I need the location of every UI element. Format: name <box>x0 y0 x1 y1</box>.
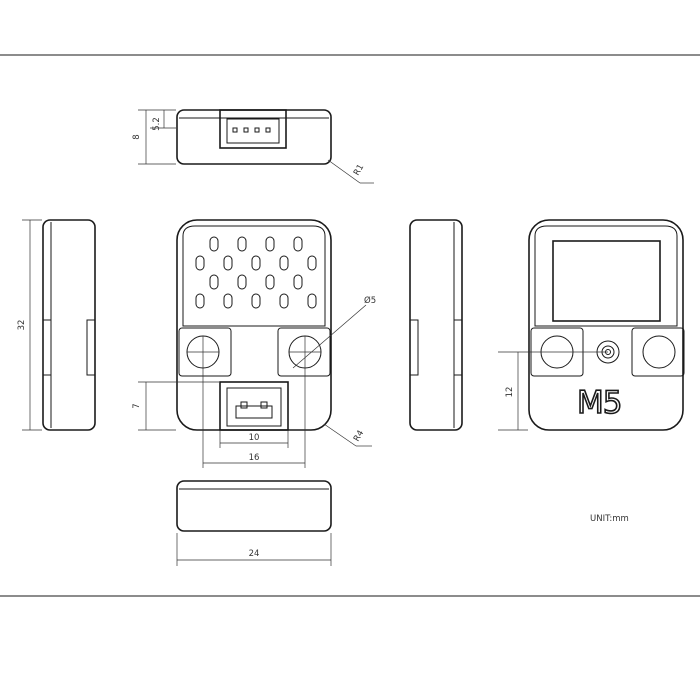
back-view: M5 12 <box>498 219 685 431</box>
grille-slot <box>237 274 247 290</box>
grille-slot <box>251 293 261 309</box>
leader-r1 <box>327 159 361 184</box>
dim-corner-radius: R4 <box>352 429 366 444</box>
back-view-body <box>528 219 684 431</box>
top-view-connector <box>219 109 287 149</box>
dim-width: 24 <box>249 549 260 559</box>
grille-slot <box>279 293 289 309</box>
grille-slot <box>209 274 219 290</box>
bottom-view: 24 <box>176 480 332 566</box>
grille-slot <box>237 236 247 252</box>
button-right <box>642 335 676 369</box>
right-side-view <box>409 219 463 431</box>
pin <box>232 127 238 133</box>
pin <box>260 401 268 409</box>
grille-slot <box>251 255 261 271</box>
grille-slot <box>307 255 317 271</box>
dim-right-offset: 12 <box>505 387 515 398</box>
dim-top-height: 8 <box>132 134 142 139</box>
grille-slot <box>307 293 317 309</box>
grille-slot <box>195 255 205 271</box>
bottom-view-body <box>176 480 332 532</box>
front-connector-inner <box>226 387 282 427</box>
left-side-view: 32 <box>17 219 96 431</box>
top-view-connector-inner <box>226 118 280 144</box>
front-view-body <box>176 219 332 431</box>
speaker-grille <box>195 236 317 309</box>
front-connector <box>219 381 289 431</box>
dim-hole-diameter: Ø5 <box>364 295 376 306</box>
dim-port-width: 10 <box>249 433 260 443</box>
right-view-button <box>453 319 463 376</box>
button-pad-right <box>631 327 685 377</box>
mount-pad-right <box>277 327 331 377</box>
grille-slot <box>265 274 275 290</box>
unit-label: UNIT:mm <box>590 514 629 524</box>
pin <box>254 127 260 133</box>
grille-slot <box>209 236 219 252</box>
dim-port-height: 7 <box>132 403 142 408</box>
grille-slot <box>293 274 303 290</box>
left-view-button <box>42 319 52 376</box>
grille-slot <box>223 293 233 309</box>
dim-top-radius: R1 <box>352 163 366 178</box>
dim-top-inner: 5.2 <box>152 117 162 131</box>
pin <box>240 401 248 409</box>
leader-r4 <box>323 423 357 447</box>
logo-m5: M5 <box>577 385 621 421</box>
left-view-button <box>86 319 96 376</box>
grille-slot <box>223 255 233 271</box>
pin <box>265 127 271 133</box>
grille-slot <box>195 293 205 309</box>
screen-bezel <box>534 225 678 327</box>
front-speaker-panel <box>182 225 326 327</box>
front-connector-latch <box>235 405 273 419</box>
dim-height: 32 <box>17 320 27 331</box>
top-view: 8 5.2 R1 <box>132 109 374 184</box>
screen <box>552 240 661 322</box>
leader-hole <box>292 304 367 369</box>
grille-slot <box>265 236 275 252</box>
mount-pad-left <box>178 327 232 377</box>
grille-slot <box>279 255 289 271</box>
pin <box>243 127 249 133</box>
dim-port-span: 16 <box>249 453 260 463</box>
grille-slot <box>293 236 303 252</box>
right-view-button <box>409 319 419 376</box>
front-view: 7 10 16 Ø5 R4 <box>132 219 376 468</box>
